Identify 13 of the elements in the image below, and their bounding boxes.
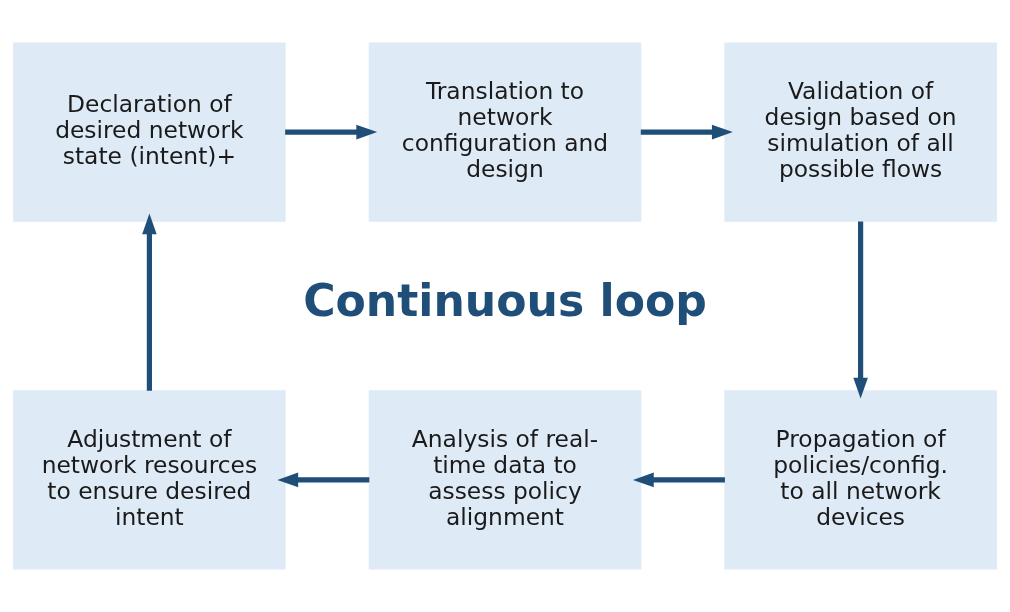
label: Continuous loop — [303, 274, 707, 326]
arrow — [632, 472, 725, 488]
arrow — [640, 124, 733, 140]
arrow — [285, 124, 378, 140]
node-box: Analysis of real-time data to assess policy alignment — [368, 390, 642, 570]
node-box: Adjustment of network resources to ensure desired intent — [13, 390, 286, 570]
node-box: Validation of design based on simulation of all possible flows — [724, 42, 997, 222]
arrow — [853, 221, 868, 399]
node-box: Declaration of desired network state (intent)+ — [13, 42, 286, 222]
arrow — [142, 213, 157, 391]
node-box: Translation to network configuration and design — [368, 42, 642, 222]
node-box: Propagation of policies/config. to all network devices — [724, 390, 997, 570]
arrow — [277, 472, 370, 488]
